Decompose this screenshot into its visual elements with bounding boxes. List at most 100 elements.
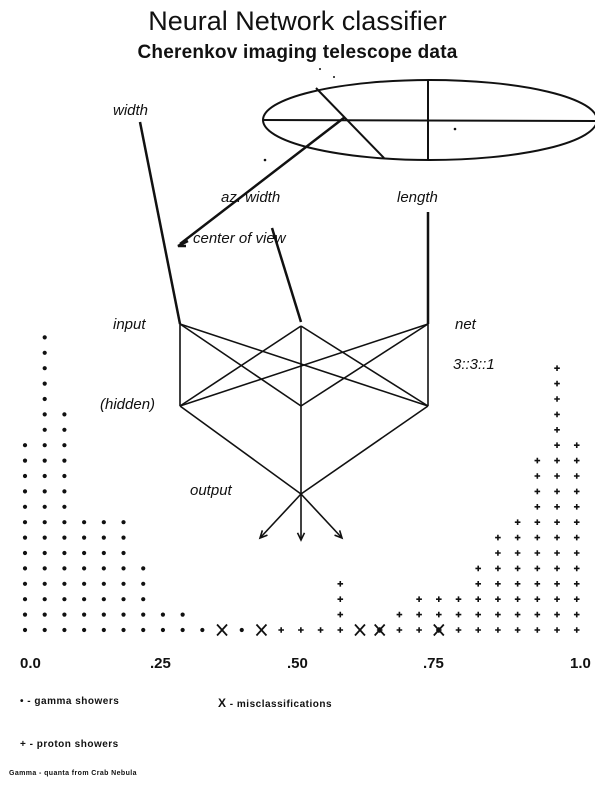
gamma-dot <box>101 597 106 602</box>
proton-plus <box>554 627 560 633</box>
proton-plus <box>495 581 501 587</box>
gamma-dot <box>42 335 47 340</box>
gamma-dot <box>42 350 47 355</box>
proton-plus <box>337 581 344 587</box>
gamma-dot <box>62 504 67 509</box>
proton-plus <box>554 611 560 618</box>
gamma-dot <box>62 427 67 432</box>
gamma-dot <box>62 458 67 463</box>
misclassification-x <box>354 623 366 637</box>
proton-plus <box>573 488 580 495</box>
proton-plus <box>514 581 521 587</box>
proton-plus <box>475 581 482 587</box>
legend-misclassifications-text: - misclassifications <box>229 699 333 710</box>
gamma-dot <box>180 612 185 617</box>
input-hidden-connection <box>300 323 429 407</box>
proton-plus <box>514 565 521 572</box>
proton-plus <box>534 565 541 572</box>
proton-plus <box>475 596 482 602</box>
proton-plus <box>455 596 462 602</box>
legend-gamma-text: - gamma showers <box>27 696 120 707</box>
gamma-dot <box>82 581 87 586</box>
gamma-dot <box>121 597 126 602</box>
gamma-dot <box>42 412 47 417</box>
gamma-dot <box>180 627 185 633</box>
specks <box>263 68 457 162</box>
gamma-dot <box>101 612 106 617</box>
legend-misclassifications: X - misclassifications <box>218 696 332 710</box>
width-connector <box>138 121 182 325</box>
x-tick-label: .25 <box>150 655 171 672</box>
hidden-layer-label: (hidden) <box>100 396 156 413</box>
gamma-dot <box>101 581 106 586</box>
legend-gamma-marker: • <box>20 696 25 707</box>
proton-plus <box>317 627 324 633</box>
proton-plus <box>554 534 560 541</box>
gamma-dot <box>42 427 47 432</box>
proton-plus <box>554 396 560 402</box>
misclassification-x <box>374 623 386 637</box>
gamma-dot <box>121 550 126 556</box>
gamma-dot <box>62 597 67 602</box>
gamma-dot <box>22 566 28 571</box>
gamma-dot <box>22 535 28 540</box>
gamma-dot <box>22 597 28 602</box>
footnote: Gamma - quanta from Crab Nebula <box>9 770 137 777</box>
proton-plus <box>573 565 580 572</box>
legend-proton: + - proton showers <box>20 739 119 750</box>
input-layer-label: input <box>113 316 146 333</box>
gamma-dot <box>62 566 67 571</box>
gamma-dot <box>82 520 87 525</box>
ellipse-major-axis <box>262 119 595 122</box>
proton-plus <box>436 596 442 602</box>
proton-plus <box>554 365 560 371</box>
proton-plus <box>514 596 521 602</box>
proton-plus <box>416 611 422 618</box>
proton-plus <box>554 596 560 602</box>
gamma-dot <box>42 396 47 402</box>
proton-plus <box>573 596 580 602</box>
gamma-dot <box>42 566 47 571</box>
proton-plus <box>534 611 541 618</box>
proton-plus <box>396 627 403 633</box>
proton-plus <box>534 581 541 587</box>
gamma-dot <box>101 520 106 525</box>
proton-plus <box>554 519 560 525</box>
proton-plus <box>534 457 541 464</box>
gamma-dot <box>101 535 106 540</box>
proton-plus <box>495 550 501 556</box>
x-tick-label: 1.0 <box>570 655 591 672</box>
gamma-dot <box>22 473 28 479</box>
proton-plus <box>455 627 462 633</box>
parameter-connectors <box>138 116 430 325</box>
neural-network <box>179 323 429 542</box>
input-hidden-connection <box>179 323 302 407</box>
gamma-dot <box>62 581 67 586</box>
proton-plus <box>495 565 501 572</box>
gamma-dot <box>42 458 47 463</box>
proton-plus <box>514 611 521 618</box>
legend-proton-marker: + <box>20 739 27 750</box>
proton-plus <box>534 519 541 525</box>
proton-plus <box>554 457 560 464</box>
misclassification-x <box>433 623 445 637</box>
proton-plus <box>514 627 521 633</box>
proton-plus <box>534 627 541 633</box>
misclassification-x <box>255 623 268 637</box>
gamma-dot <box>22 581 28 586</box>
center-of-view-hook <box>177 239 189 248</box>
hidden-output-connection <box>179 405 302 495</box>
gamma-dot <box>82 535 87 540</box>
gamma-dot <box>62 535 67 540</box>
gamma-dot <box>42 597 47 602</box>
histogram-marks <box>22 335 580 637</box>
gamma-dot <box>121 520 126 525</box>
proton-plus <box>573 534 580 541</box>
gamma-dot <box>62 520 67 525</box>
proton-plus <box>573 457 580 464</box>
proton-plus <box>534 504 541 510</box>
proton-plus <box>337 596 344 602</box>
gamma-dot <box>42 489 47 494</box>
legend-proton-text: - proton showers <box>29 739 119 750</box>
